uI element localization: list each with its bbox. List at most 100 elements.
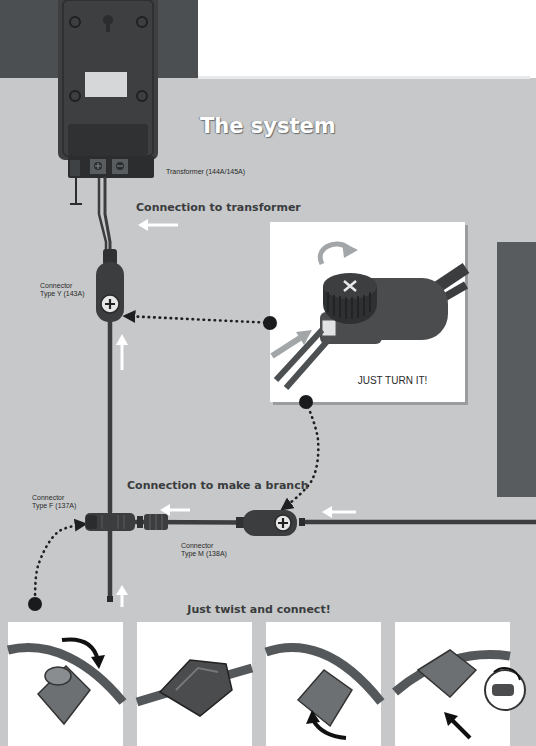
cable-ends	[302, 520, 536, 525]
page-background	[198, 76, 530, 79]
photo-strip: Just twist and connect!	[8, 600, 510, 746]
part-label: Connector Type Y (143A)	[40, 282, 89, 298]
callout-dot	[28, 316, 313, 611]
transformer-drawing	[70, 160, 80, 176]
inset-illustration	[342, 242, 358, 258]
connector-f: Connector Type F (137A)	[85, 512, 135, 532]
cable-connector	[108, 322, 113, 512]
inset-illustration	[272, 338, 300, 356]
twist-photo-panels	[45, 667, 71, 685]
transformer-drawing	[137, 91, 147, 101]
dotted-pointer	[282, 402, 318, 509]
transformer-drawing	[70, 91, 80, 101]
transformer-drawing	[58, 0, 158, 252]
direction-arrow	[121, 343, 124, 370]
twist-photo-panels	[8, 622, 525, 746]
strip-heading: Just twist and connect!	[8, 604, 510, 617]
inset-illustration	[270, 222, 468, 405]
inset-illustration	[296, 330, 312, 345]
direction-arrow	[160, 504, 170, 516]
page-background	[0, 78, 536, 746]
twist-photo-panels	[444, 712, 458, 726]
inset-illustration	[322, 320, 336, 336]
transformer-drawing	[68, 124, 148, 156]
part-label: Transformer (144A/145A)	[166, 168, 286, 176]
page-background	[497, 242, 536, 497]
twist-photo-panels	[91, 655, 105, 669]
twist-photo-panels	[313, 720, 346, 738]
twist-photo-panels	[266, 622, 381, 746]
twist-photo-panels	[298, 670, 352, 726]
inset-illustration	[344, 281, 356, 291]
twist-photo-panels	[137, 622, 252, 746]
transformer-drawing	[85, 72, 127, 97]
twist-photo-panels	[418, 650, 476, 697]
part-label: Connector Type F (137A)	[32, 494, 81, 510]
dotted-pointer	[125, 316, 270, 323]
twist-photo-panels	[494, 668, 520, 680]
inset-caption: JUST TURN IT!	[330, 375, 455, 387]
cable-ends	[107, 596, 113, 602]
direction-arrow	[138, 219, 148, 231]
twist-photo-panels	[160, 660, 232, 716]
direction-arrow	[116, 334, 128, 345]
inset-illustration	[328, 292, 370, 319]
connector-y-body	[96, 262, 124, 322]
inset-illustration	[270, 222, 465, 402]
part-label: Connector Type M (138A)	[181, 542, 230, 558]
cable-ends	[299, 518, 305, 526]
direction-arrow	[330, 511, 356, 514]
connector-f-body	[85, 513, 135, 531]
diagram-title: The system	[200, 114, 336, 138]
direction-arrow	[146, 224, 178, 227]
connector-m: Connector Type M (138A)	[243, 509, 297, 536]
connector-m-body	[236, 510, 297, 536]
twist-photo-panels	[492, 684, 514, 696]
direction-arrow	[121, 593, 124, 607]
transformer-box: Transformer (144A/145A)	[58, 0, 158, 178]
twist-photo-panels	[176, 668, 218, 690]
cable-ends	[108, 531, 113, 598]
edge-label: Connection to make a branch	[127, 479, 309, 492]
transformer-drawing	[95, 163, 123, 169]
callout-dot	[28, 597, 42, 611]
connector-f-body	[137, 516, 143, 528]
inset-box: JUST TURN IT!	[270, 222, 465, 402]
twist-photo-panels	[38, 666, 90, 724]
transformer-drawing	[63, 0, 153, 156]
connector-y: Connector Type Y (143A)	[95, 262, 125, 322]
twist-photo-panels	[452, 720, 470, 738]
connector-m-body	[243, 510, 297, 536]
inset-illustration	[323, 273, 377, 299]
connector-m-body	[275, 515, 291, 531]
twist-photo-panels	[8, 622, 123, 746]
transformer-drawing	[137, 17, 147, 27]
callout-dot	[263, 316, 277, 330]
connector-y-body	[101, 295, 119, 313]
cable-ends	[107, 518, 536, 602]
transformer-drawing	[70, 176, 82, 204]
direction-arrow	[168, 509, 190, 512]
connector-f-body	[144, 514, 168, 530]
direction-arrow	[322, 506, 332, 518]
direction-arrow	[116, 219, 356, 607]
twist-photo-panels	[306, 710, 320, 724]
transformer-drawing	[58, 0, 158, 160]
direction-arrow	[116, 585, 128, 595]
edge-label: Connection to transformer	[136, 201, 301, 214]
connector-y-body	[105, 299, 115, 309]
connector-m-body	[278, 518, 288, 528]
connector-y-body	[96, 249, 124, 322]
connector-f-body	[102, 515, 124, 529]
transformer-drawing	[70, 17, 80, 27]
transformer-drawing	[106, 20, 110, 32]
callout-dot	[299, 395, 313, 409]
dotted-pointer	[35, 524, 85, 600]
